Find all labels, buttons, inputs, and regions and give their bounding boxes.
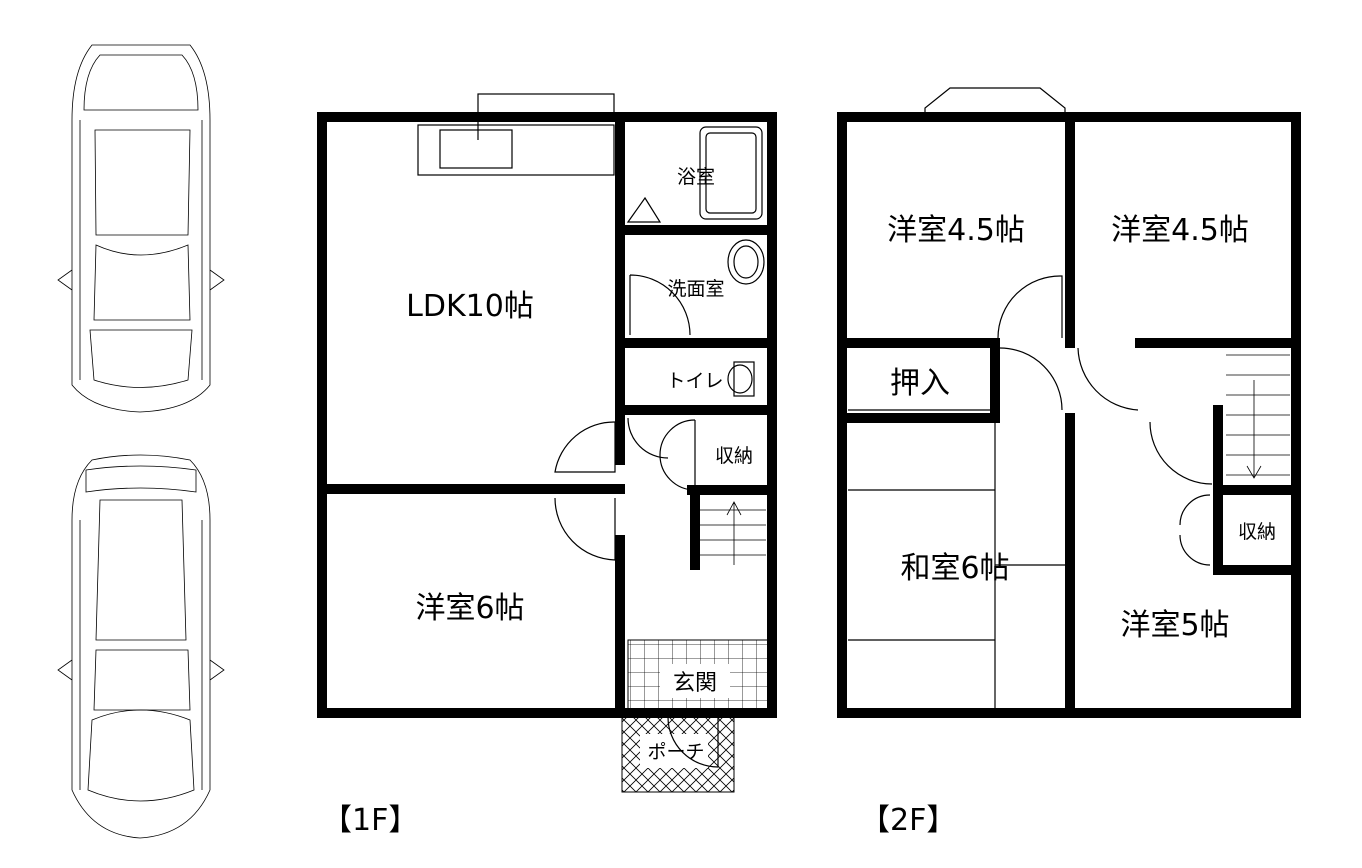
room-label-western45-right: 洋室4.5帖: [1111, 213, 1249, 248]
room-label-entrance: 玄関: [673, 671, 717, 696]
floor-1f-plan: [317, 93, 777, 793]
room-label-storage-1f: 収納: [715, 445, 753, 467]
room-label-japanese: 和室6帖: [900, 551, 1009, 586]
room-label-storage-2f: 収納: [1238, 521, 1276, 543]
room-label-washroom: 洗面室: [667, 278, 724, 300]
car-top-icon: [57, 44, 225, 413]
floor-label-2f: 【2F】: [860, 803, 956, 838]
room-label-western45-left: 洋室4.5帖: [887, 213, 1025, 248]
car-bottom-icon: [57, 454, 225, 839]
room-label-ldk: LDK10帖: [406, 289, 534, 324]
room-label-closet: 押入: [890, 366, 950, 401]
room-label-bath: 浴室: [677, 166, 715, 188]
room-label-toilet: トイレ: [666, 370, 723, 392]
room-label-western5: 洋室5帖: [1120, 608, 1229, 643]
room-label-porch: ポーチ: [647, 741, 704, 763]
floor-label-1f: 【1F】: [322, 803, 418, 838]
floor-2f-plan: [837, 87, 1301, 718]
room-label-western-1f: 洋室6帖: [415, 591, 524, 626]
